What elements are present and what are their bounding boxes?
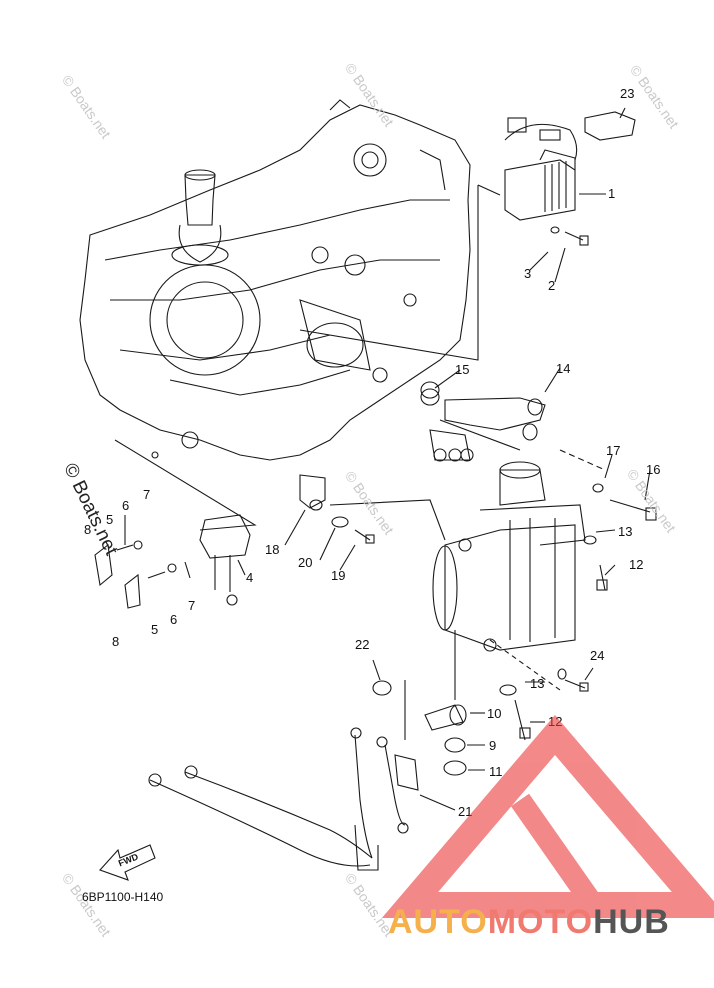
callout-8: 8 xyxy=(84,522,92,537)
brand-part-hub: HUB xyxy=(593,903,670,941)
callout-6: 6 xyxy=(170,612,178,627)
crankshaft-top xyxy=(184,174,216,226)
relay xyxy=(199,514,251,559)
callout-1: 1 xyxy=(608,186,616,201)
brand-wordmark: AUTOMOTOHUB xyxy=(388,903,670,942)
brand-part-moto: MOTO xyxy=(487,903,594,941)
callout-13: 13 xyxy=(618,524,633,539)
callout-19: 19 xyxy=(331,568,346,583)
callout-6: 6 xyxy=(122,498,130,513)
callout-16: 16 xyxy=(646,462,661,477)
oil-filter xyxy=(299,299,371,371)
callout-14: 14 xyxy=(556,361,571,376)
rectifier-regulator xyxy=(504,159,576,221)
plug-part xyxy=(424,704,464,731)
callout-7: 7 xyxy=(143,487,151,502)
callout-17: 17 xyxy=(606,443,621,458)
sensor xyxy=(299,474,326,509)
callout-4: 4 xyxy=(246,570,254,585)
callout-24: 24 xyxy=(590,648,605,663)
wiring-harness xyxy=(149,779,371,867)
callout-22: 22 xyxy=(355,637,370,652)
callout-20: 20 xyxy=(298,555,313,570)
callout-3: 3 xyxy=(524,266,532,281)
callout-15: 15 xyxy=(455,362,470,377)
callout-11: 11 xyxy=(489,764,503,779)
callout-9: 9 xyxy=(489,738,497,753)
callout-12: 12 xyxy=(629,557,644,572)
fwd-arrow xyxy=(99,844,156,881)
callout-8: 8 xyxy=(112,634,120,649)
engine-block xyxy=(79,104,471,461)
callout-5: 5 xyxy=(151,622,159,637)
callout-2: 2 xyxy=(548,278,556,293)
callout-5: 5 xyxy=(106,512,114,527)
callout-7: 7 xyxy=(188,598,196,613)
callout-21: 21 xyxy=(458,804,473,819)
callout-13: 13 xyxy=(530,676,545,691)
brand-part-auto: AUTO xyxy=(388,903,488,941)
callout-12: 12 xyxy=(548,714,563,729)
callout-23: 23 xyxy=(620,86,635,101)
bracket xyxy=(444,397,546,431)
callout-10: 10 xyxy=(487,706,502,721)
callout-18: 18 xyxy=(265,542,280,557)
drawing-code: 6BP1100-H140 xyxy=(82,890,164,904)
